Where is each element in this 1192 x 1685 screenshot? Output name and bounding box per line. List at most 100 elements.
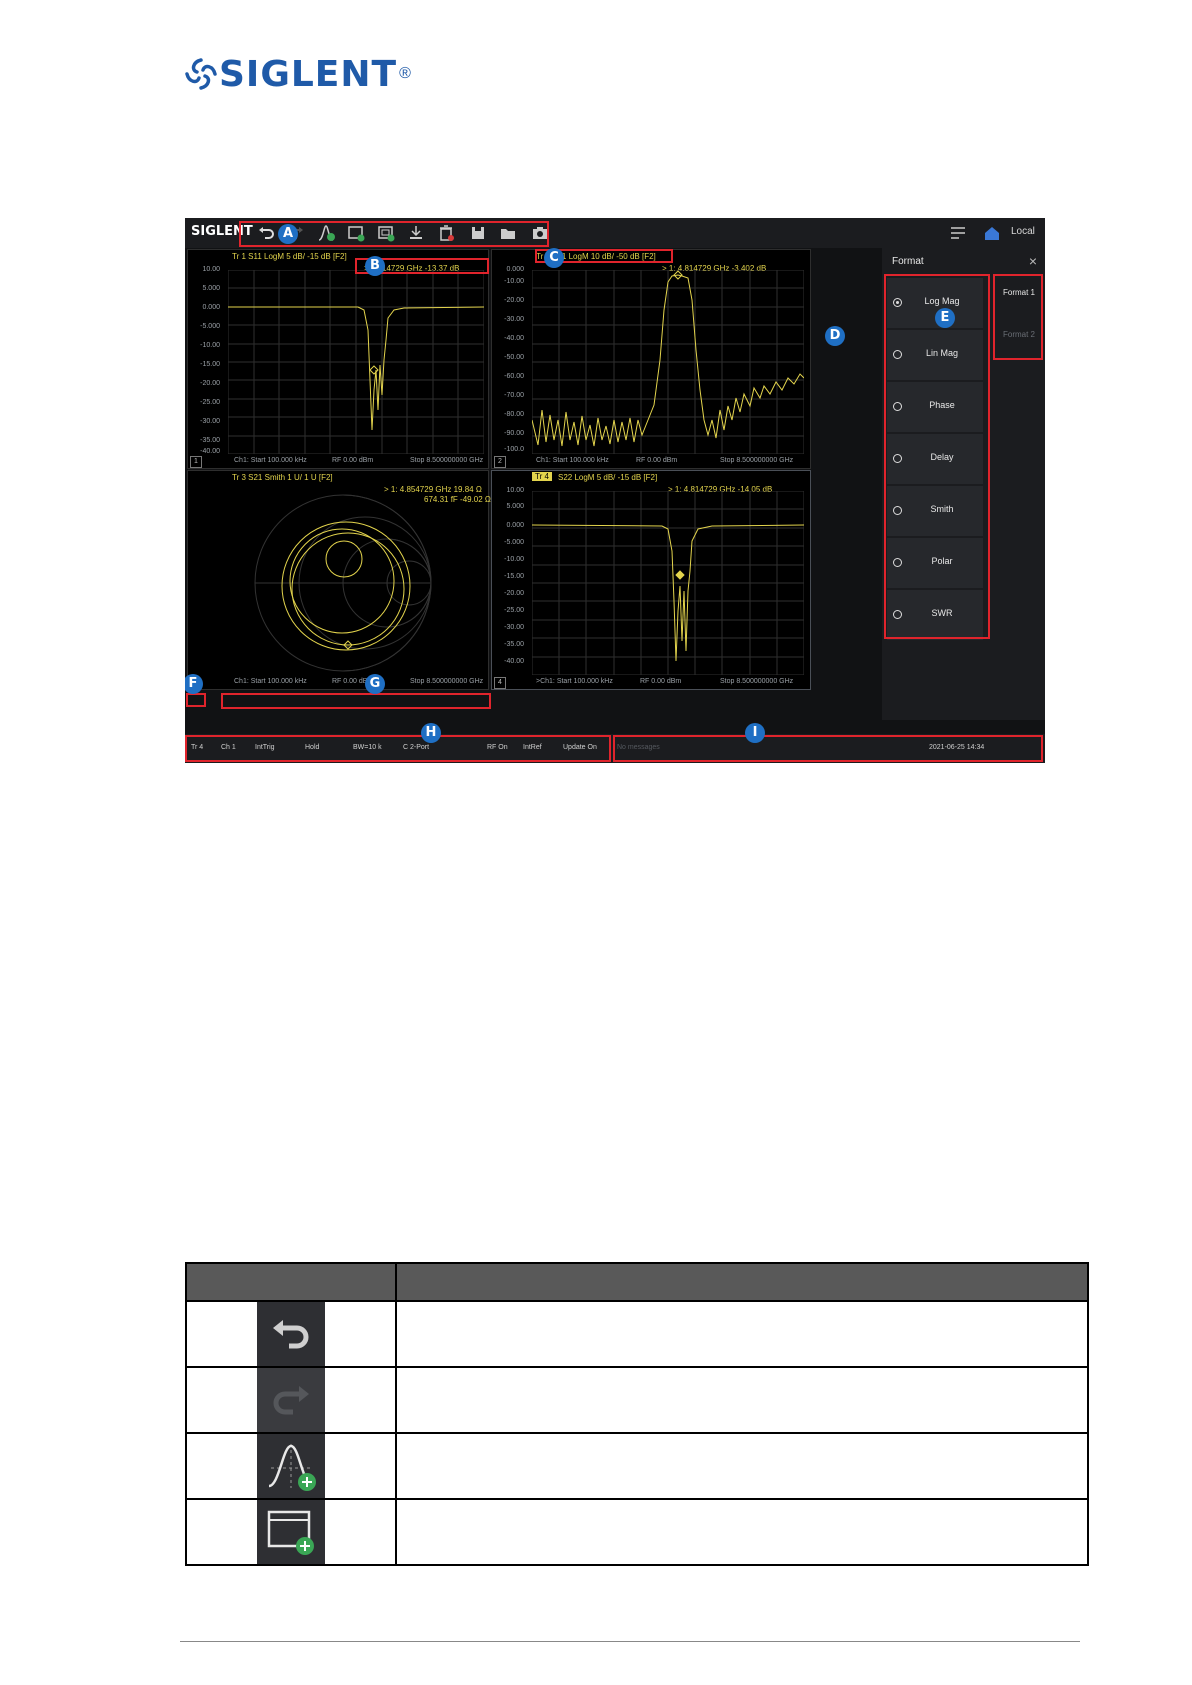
download-icon[interactable] [407, 224, 425, 242]
format-option-polar[interactable]: Polar [887, 538, 983, 590]
table-row [187, 1498, 1087, 1564]
y-tick: -15.00 [504, 573, 524, 580]
format-submenu-item-2[interactable]: Format 2 [1002, 330, 1035, 339]
y-tick: -40.00 [504, 335, 524, 342]
delete-icon[interactable] [437, 224, 455, 242]
format-option-swr[interactable]: SWR [887, 590, 983, 642]
format-option-smith[interactable]: Smith [887, 486, 983, 538]
trace-panel-4[interactable]: Tr 4 S22 LogM 5 dB/ -15 dB [F2] > 1: 4.8… [491, 470, 811, 690]
format-option-label: Phase [929, 400, 955, 410]
smith-chart [254, 494, 432, 672]
y-tick: -30.00 [200, 418, 220, 425]
trace-plot-1 [228, 270, 484, 454]
y-tick: -60.00 [504, 373, 524, 380]
add-window-icon[interactable] [347, 224, 365, 242]
status-sweep-mode[interactable]: Hold [305, 744, 320, 751]
y-tick: -10.00 [504, 556, 524, 563]
local-remote-label[interactable]: Local [1011, 226, 1035, 237]
radio-icon [893, 454, 902, 463]
status-calibration[interactable]: C 2-Port [403, 744, 430, 751]
toolbar-icon-table [185, 1262, 1089, 1566]
y-tick: 0.000 [506, 266, 524, 273]
y-tick: -30.00 [504, 624, 524, 631]
icon-cell [257, 1500, 325, 1564]
y-tick: -80.00 [504, 411, 524, 418]
brand-label: SIGLENT [191, 224, 253, 239]
trace-plot-2 [532, 270, 804, 454]
y-tick: 10.00 [506, 487, 524, 494]
format-option-label: Lin Mag [925, 348, 959, 358]
y-tick: 0.000 [202, 304, 220, 311]
footer-start: >Ch1: Start 100.000 kHz [536, 678, 613, 685]
logo-registered-mark: ® [399, 65, 411, 82]
y-tick: -90.00 [504, 430, 524, 437]
marker-readout: > 1: 4.814729 GHz -14.05 dB [668, 485, 773, 494]
format-side-panel: Format × Log Mag Lin Mag Phase Delay Smi… [882, 248, 1045, 720]
footer-start: Ch1: Start 100.000 kHz [234, 457, 307, 464]
y-tick: -70.00 [504, 392, 524, 399]
status-rf-power[interactable]: RF On [487, 744, 508, 751]
save-icon[interactable] [469, 224, 487, 242]
marker-readout-secondary: 674.31 fF -49.02 Ω [424, 495, 491, 504]
footer-rf: RF 0.00 dBm [640, 678, 682, 685]
footer-rf: RF 0.00 dBm [332, 678, 374, 685]
camera-icon[interactable] [531, 224, 549, 242]
format-submenu-item-1[interactable]: Format 1 [1002, 288, 1035, 297]
status-active-trace[interactable]: Tr 4 [191, 744, 204, 751]
marker-readout: > 1: 4.814729 GHz -3.402 dB [662, 264, 767, 273]
table-column-divider [395, 1368, 397, 1432]
format-option-delay[interactable]: Delay [887, 434, 983, 486]
y-tick: -10.00 [504, 278, 524, 285]
icon-cell [257, 1302, 325, 1366]
format-option-label: Delay [930, 452, 954, 462]
radio-icon [893, 506, 902, 515]
trace-panel-3[interactable]: Tr 3 S21 Smith 1 U/ 1 U [F2] > 1: 4.8547… [187, 470, 491, 690]
annotation-box-g [221, 693, 491, 709]
status-update[interactable]: Update On [563, 744, 597, 751]
icon-cell [257, 1434, 325, 1498]
callout-a: A [278, 224, 298, 244]
status-bar: Tr 4 Ch 1 IntTrig Hold BW=10 k C 2-Port … [185, 734, 1045, 763]
footer-stop: Stop 8.500000000 GHz [720, 457, 794, 464]
table-column-divider [395, 1264, 397, 1300]
display-settings-icon[interactable] [949, 224, 967, 242]
window-layout-icon[interactable] [377, 224, 395, 242]
trace-plot-4 [532, 491, 804, 675]
status-bandwidth[interactable]: BW=10 k [353, 744, 382, 751]
trace-panel-2[interactable]: Tr 2 S21 LogM 10 dB/ -50 dB [F2] > 1: 4.… [491, 249, 811, 469]
window-number-badge: 1 [190, 456, 202, 468]
open-folder-icon[interactable] [499, 224, 517, 242]
table-header [187, 1264, 1087, 1300]
logo-wordmark: SIGLENT [219, 53, 398, 95]
footer-start: Ch1: Start 100.000 kHz [536, 457, 609, 464]
format-option-label: Log Mag [924, 296, 960, 306]
status-datetime: 2021-06-25 14:34 [929, 744, 985, 751]
format-option-label: Polar [931, 556, 953, 566]
vna-screenshot: SIGLENT Local Tr 1 S11 LogM 5 dB/ -15 dB… [185, 218, 1045, 763]
trace-header: Tr 2 S21 LogM 10 dB/ -50 dB [F2] [536, 252, 656, 261]
footer-rf: RF 0.00 dBm [332, 457, 374, 464]
y-tick: -5.000 [504, 539, 524, 546]
y-tick: -25.00 [504, 607, 524, 614]
status-channel[interactable]: Ch 1 [221, 744, 236, 751]
trace-panel-1[interactable]: Tr 1 S11 LogM 5 dB/ -15 dB [F2] > 4.8147… [187, 249, 489, 469]
annotation-box-f [186, 693, 206, 707]
table-column-divider [395, 1434, 397, 1498]
undo-icon[interactable] [257, 224, 275, 242]
format-option-phase[interactable]: Phase [887, 382, 983, 434]
callout-f: F [185, 674, 203, 694]
table-column-divider [395, 1302, 397, 1366]
callout-i: I [745, 723, 765, 743]
top-toolbar: SIGLENT Local [185, 218, 1045, 248]
add-trace-icon[interactable] [317, 224, 335, 242]
status-reference[interactable]: IntRef [523, 744, 542, 751]
y-tick: -20.00 [504, 297, 524, 304]
format-option-lin-mag[interactable]: Lin Mag [887, 330, 983, 382]
marker-readout: > 1: 4.854729 GHz 19.84 Ω [384, 485, 482, 494]
y-tick: 10.00 [202, 266, 220, 273]
home-icon[interactable] [983, 224, 1001, 242]
callout-g: G [365, 674, 385, 694]
y-tick: -25.00 [200, 399, 220, 406]
status-trigger-source[interactable]: IntTrig [255, 744, 275, 751]
close-icon[interactable]: × [1028, 253, 1037, 269]
